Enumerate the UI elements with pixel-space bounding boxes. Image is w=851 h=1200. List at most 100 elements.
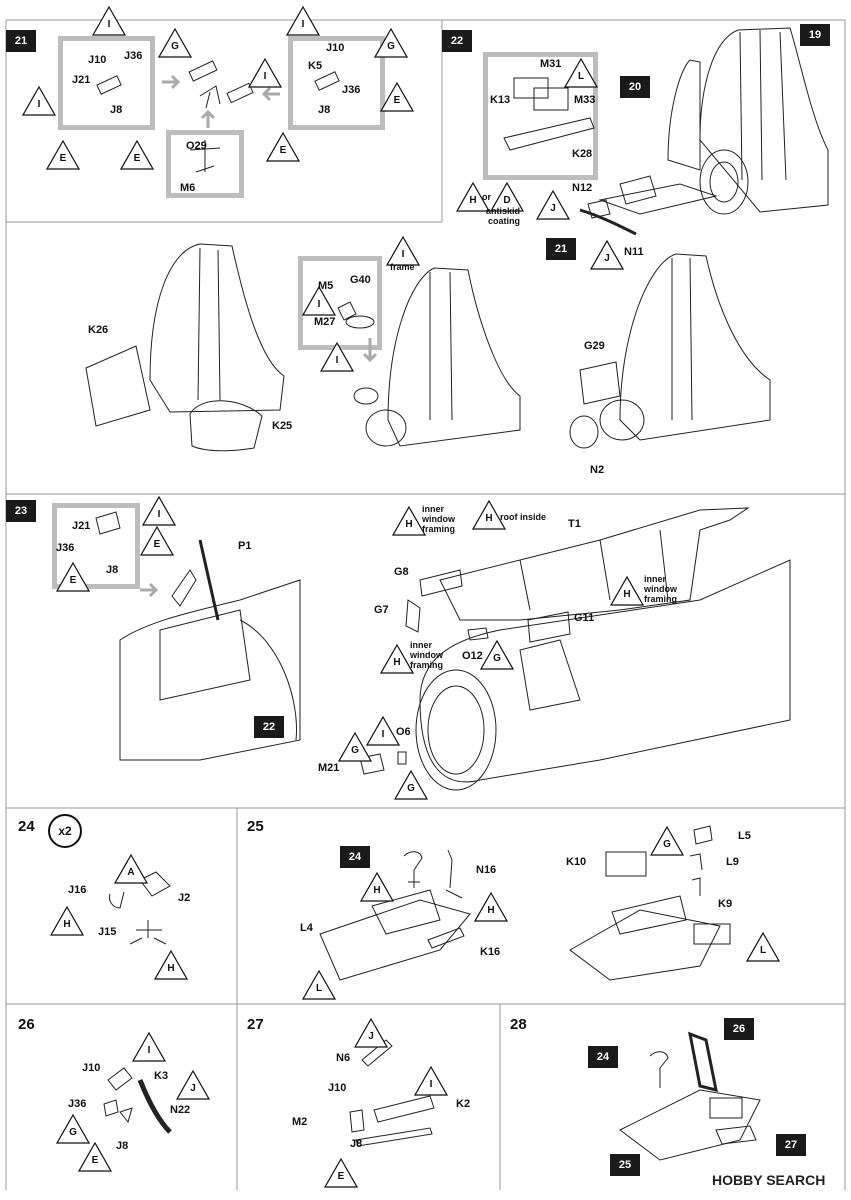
paint-code-marker: I — [366, 716, 400, 746]
paint-code-marker: E — [56, 562, 90, 592]
part-label: J10 — [326, 42, 345, 54]
step-21-number: 21 — [6, 30, 36, 52]
part-label: window — [422, 514, 455, 524]
step-24-number: 24 — [18, 818, 35, 835]
part-label: M5 — [318, 280, 334, 292]
part-label: or — [482, 192, 491, 202]
paint-code-marker: E — [266, 132, 300, 162]
part-label: T1 — [568, 518, 581, 530]
part-label: frame — [390, 262, 415, 272]
paint-code-marker: H — [154, 950, 188, 980]
paint-code-marker: I — [22, 86, 56, 116]
part-label: J8 — [116, 1140, 129, 1152]
paint-code-marker: I — [320, 342, 354, 372]
paint-code-marker: J — [536, 190, 570, 220]
part-label: J36 — [68, 1098, 87, 1110]
subassembly-box — [52, 503, 140, 589]
paint-code-marker: G — [158, 28, 192, 58]
part-label: J10 — [88, 54, 107, 66]
paint-code-marker: E — [46, 140, 80, 170]
paint-code-marker: I — [132, 1032, 166, 1062]
paint-code-marker: E — [78, 1142, 112, 1172]
part-label: inner — [410, 640, 433, 650]
step-28-number: 28 — [510, 1016, 527, 1033]
part-label: coating — [488, 216, 521, 226]
part-label: J36 — [342, 84, 361, 96]
part-label: M31 — [540, 58, 562, 70]
paint-code-marker: H — [50, 906, 84, 936]
paint-code-marker: I — [142, 496, 176, 526]
paint-code-marker: E — [380, 82, 414, 112]
ref-step-24: 24 — [588, 1046, 618, 1068]
paint-code-marker: H — [360, 872, 394, 902]
part-label: antiskid — [486, 206, 521, 216]
part-label: L9 — [726, 856, 739, 868]
part-label: N22 — [170, 1104, 191, 1116]
part-label: N12 — [572, 182, 593, 194]
step-23-number: 23 — [6, 500, 36, 522]
watermark-text: HOBBY SEARCH — [712, 1172, 826, 1188]
part-label: J10 — [328, 1082, 347, 1094]
paint-code-marker: G — [480, 640, 514, 670]
part-label: J8 — [110, 104, 123, 116]
paint-code-marker: H — [380, 644, 414, 674]
part-label: inner — [422, 504, 445, 514]
part-label: O12 — [462, 650, 483, 662]
paint-code-marker: L — [746, 932, 780, 962]
part-label: K13 — [490, 94, 511, 106]
paint-code-marker: I — [302, 286, 336, 316]
paint-code-marker: A — [114, 854, 148, 884]
part-label: M6 — [180, 182, 196, 194]
ref-step-25: 25 — [610, 1154, 640, 1176]
part-label: inner — [644, 574, 667, 584]
step-26-number: 26 — [18, 1016, 35, 1033]
step-25-number: 25 — [247, 818, 264, 835]
part-label: L4 — [300, 922, 313, 934]
paint-code-marker: I — [386, 236, 420, 266]
paint-code-marker: G — [338, 732, 372, 762]
ref-step-24: 24 — [340, 846, 370, 868]
part-label: K16 — [480, 946, 501, 958]
step-22-number: 22 — [442, 30, 472, 52]
part-label: K3 — [154, 1070, 169, 1082]
paint-code-marker: H — [474, 892, 508, 922]
paint-code-marker: J — [590, 240, 624, 270]
part-label: L5 — [738, 830, 751, 842]
subassembly-box — [288, 36, 385, 130]
part-label: J8 — [318, 104, 331, 116]
ref-step-26: 26 — [724, 1018, 754, 1040]
part-label: M21 — [318, 762, 340, 774]
part-label: N16 — [476, 864, 497, 876]
paint-code-marker: E — [120, 140, 154, 170]
part-label: N11 — [624, 246, 644, 258]
paint-code-marker: H — [392, 506, 426, 536]
subassembly-box — [166, 130, 244, 198]
paint-code-marker: I — [248, 58, 282, 88]
part-label: J8 — [106, 564, 119, 576]
part-label: J16 — [68, 884, 87, 896]
ref-step-20: 20 — [620, 76, 650, 98]
paint-code-marker: E — [140, 526, 174, 556]
part-label: N2 — [590, 464, 605, 476]
part-label: P1 — [238, 540, 252, 552]
part-label: K28 — [572, 148, 593, 160]
subassembly-box — [58, 36, 155, 130]
paint-code-marker: G — [650, 826, 684, 856]
part-label: K25 — [272, 420, 293, 432]
paint-code-marker: J — [176, 1070, 210, 1100]
part-label: G8 — [394, 566, 409, 578]
paint-code-marker: H — [456, 182, 490, 212]
paint-code-marker: I — [414, 1066, 448, 1096]
step-27-number: 27 — [247, 1016, 264, 1033]
part-label: J2 — [178, 892, 191, 904]
paint-code-marker: J — [354, 1018, 388, 1048]
part-label: J8 — [350, 1138, 363, 1150]
paint-code-marker: E — [324, 1158, 358, 1188]
part-label: framing — [422, 524, 456, 534]
ref-step-19: 19 — [800, 24, 830, 46]
part-label: K26 — [88, 324, 109, 336]
part-label: M27 — [314, 316, 336, 328]
part-label: J21 — [72, 74, 91, 86]
